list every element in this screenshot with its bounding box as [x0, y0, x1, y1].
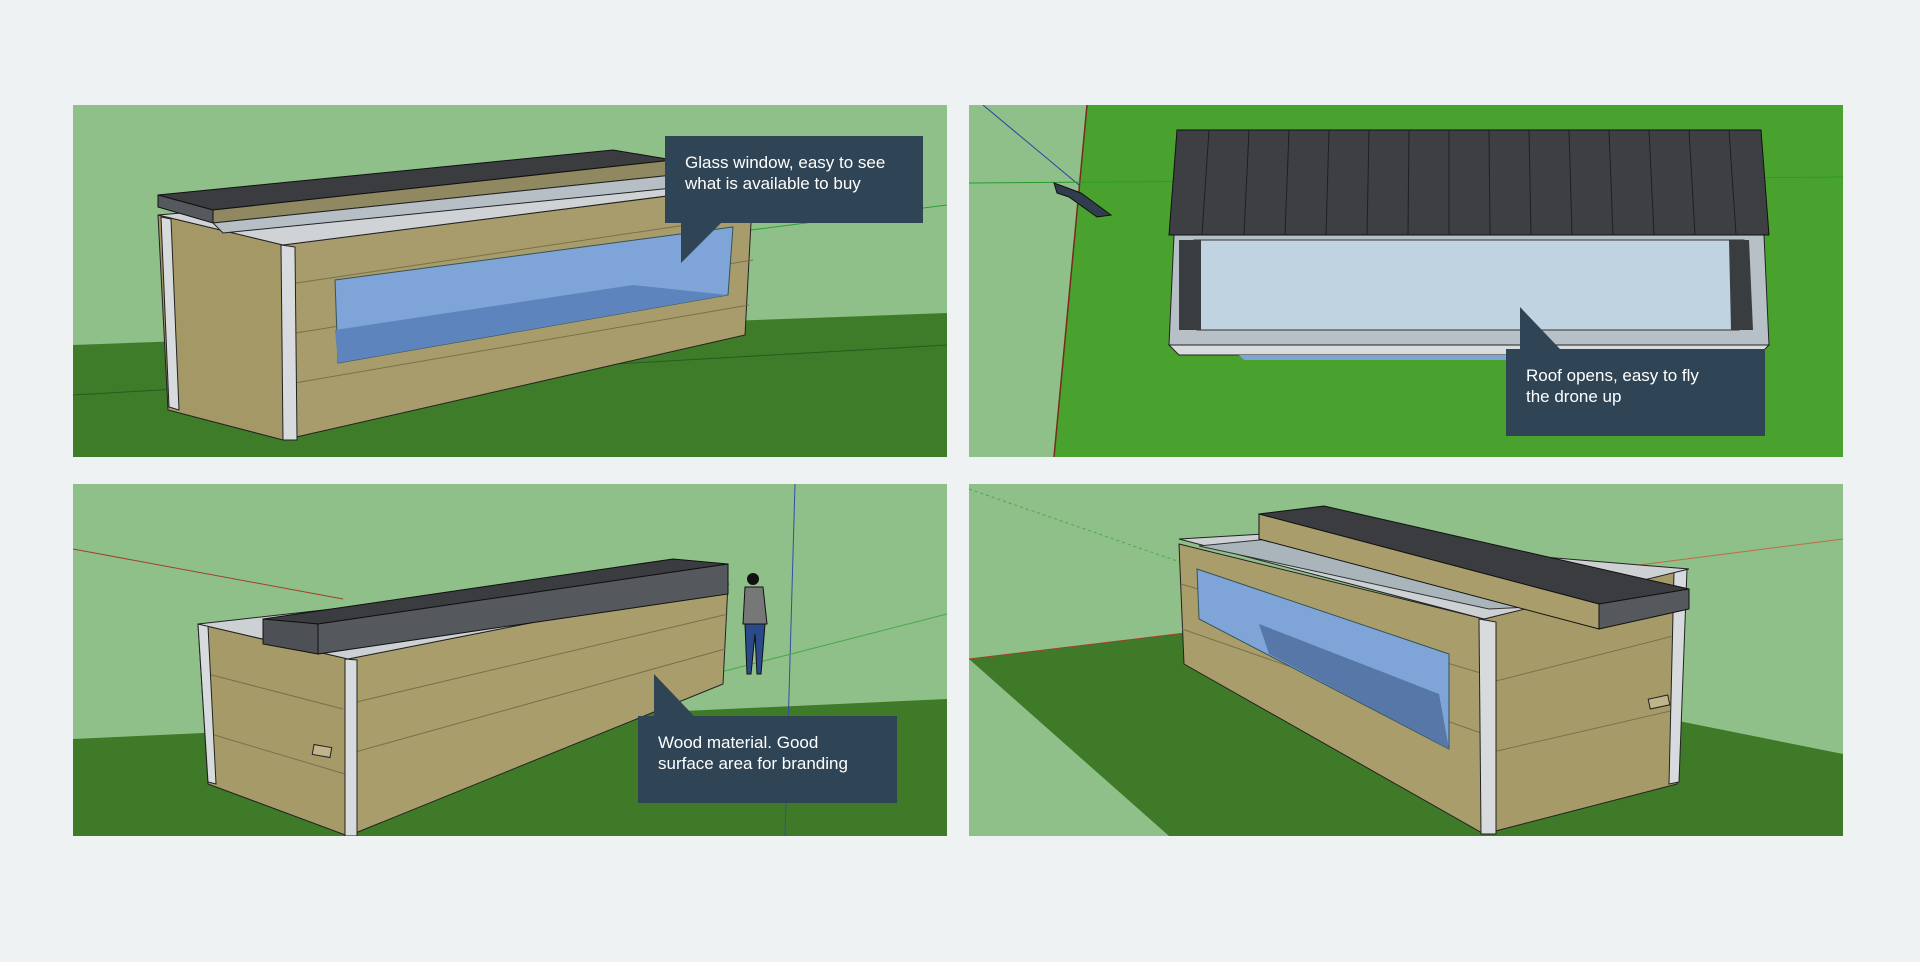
- callout-text-line-1: Wood material. Good: [658, 733, 819, 752]
- callout-wood-material: Wood material. Good surface area for bra…: [638, 674, 897, 803]
- render-panel-rear: [969, 484, 1843, 836]
- callout-pointer: [1520, 307, 1560, 349]
- callout-text-line-2: the drone up: [1526, 387, 1622, 406]
- callout-pointer: [681, 223, 721, 263]
- callout-glass-window: Glass window, easy to see what is availa…: [665, 136, 923, 263]
- callout-text-line-1: Roof opens, easy to fly: [1526, 366, 1699, 385]
- callout-roof-opens: Roof opens, easy to fly the drone up: [1506, 307, 1765, 436]
- kiosk-render-rear: [969, 484, 1843, 836]
- callout-text-line-2: surface area for branding: [658, 754, 848, 773]
- callout-text-line-1: Glass window, easy to see: [685, 153, 886, 172]
- callout-pointer: [654, 674, 694, 716]
- callout-text-line-2: what is available to buy: [685, 174, 861, 193]
